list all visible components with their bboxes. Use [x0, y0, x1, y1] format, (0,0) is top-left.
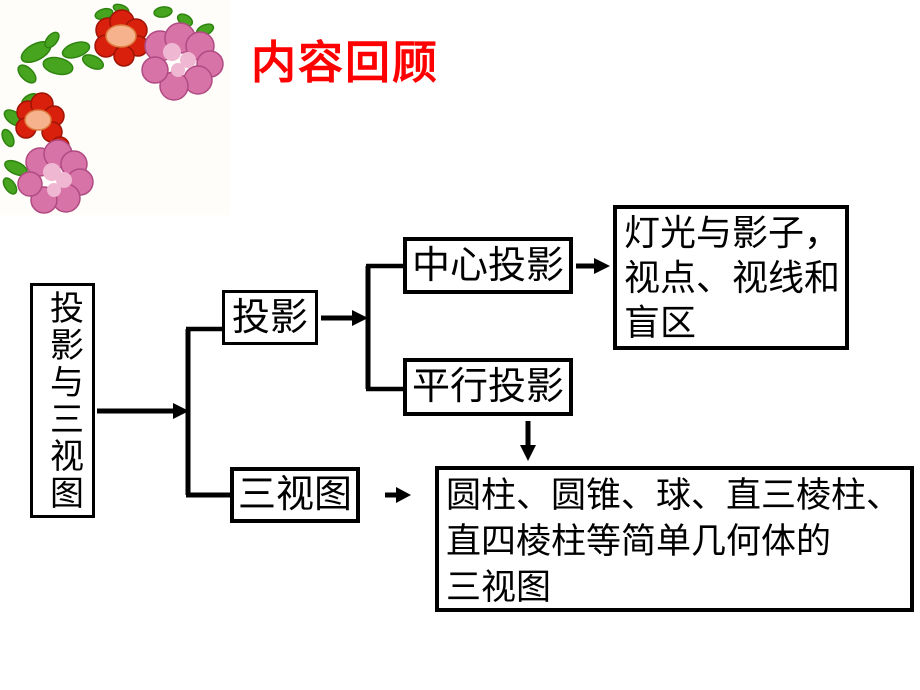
light-shadow-line-3: 盲区 [624, 303, 697, 343]
solids-line-3: 三视图 [446, 568, 552, 607]
arrow-parallel-down [520, 421, 536, 461]
red-flower-bottom-center [24, 109, 52, 131]
pink-flower-bottom-icon [17, 139, 94, 214]
solids-line-2: 直四棱柱等简单几何体的 [446, 522, 832, 561]
solids-line-1: 圆柱、圆锥、球、直三棱柱、 [446, 476, 902, 515]
node-simple-solids-three-views: 圆柱、圆锥、球、直三棱柱、 直四棱柱等简单几何体的 三视图 [435, 466, 914, 612]
node-three-views: 三视图 [230, 467, 360, 523]
light-shadow-line-1: 灯光与影子， [624, 213, 841, 253]
arrow-root-to-spine [97, 403, 189, 419]
light-shadow-line-2: 视点、视线和 [624, 258, 841, 298]
node-parallel-projection: 平行投影 [403, 358, 573, 416]
arrow-projection-to-spine [321, 310, 368, 326]
pink-flower-bottom-highlight [43, 163, 72, 197]
page-title: 内容回顾 [251, 38, 440, 88]
node-central-projection: 中心投影 [403, 237, 573, 294]
arrow-threeviews-to-solids [385, 487, 411, 503]
pink-flower-top-highlight [163, 43, 196, 77]
leaf-vine-top-icon [17, 3, 215, 84]
node-projection-and-three-views: 投影与三视图 [30, 283, 95, 518]
node-light-and-shadow: 灯光与影子， 视点、视线和 盲区 [613, 205, 849, 350]
node-projection: 投影 [222, 290, 318, 345]
red-flower-top-center [105, 24, 137, 48]
arrow-central-to-lightbox [576, 258, 610, 274]
flower-corner-decoration [0, 0, 230, 215]
